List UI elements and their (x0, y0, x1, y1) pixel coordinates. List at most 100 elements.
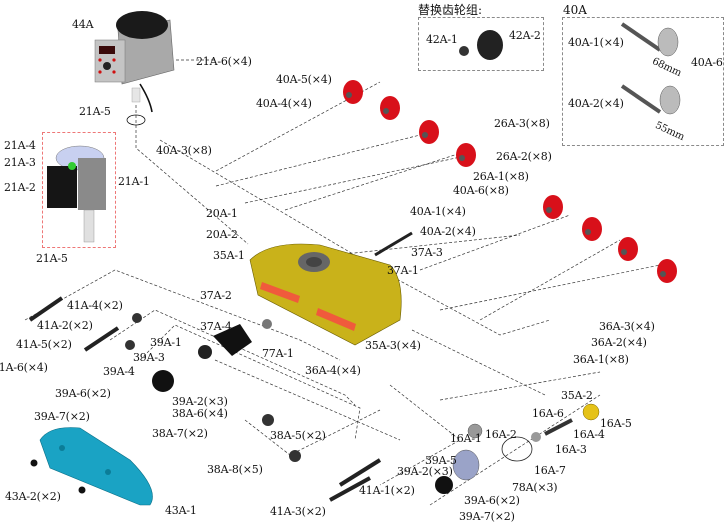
part-label-35a-3: 35A-3(×4) (365, 339, 421, 352)
roller-row-line-4 (284, 149, 471, 211)
part-label-41a-6: 41A-6(×4) (0, 361, 48, 374)
part-label-39a-6-right: 39A-6(×2) (464, 494, 520, 507)
part-label-44a: 44A (72, 18, 94, 31)
gear-housing-35a (249, 243, 402, 346)
motor-shaft-line (135, 105, 249, 245)
part-label-16a-7: 16A-7 (534, 464, 566, 477)
part-label-16a-3: 16A-3 (555, 443, 587, 456)
shafts-and-gears (28, 231, 600, 502)
part-label-38a-6: 38A-6(×4) (172, 407, 228, 420)
part-label-21a-1: 21A-1 (118, 175, 150, 188)
roller-hub-3 (422, 132, 428, 138)
gear-line-3 (139, 324, 361, 441)
part-label-36a-4: 36A-4(×4) (305, 364, 361, 377)
cover-43a (30, 427, 153, 506)
part-label-41a-5: 41A-5(×2) (16, 338, 72, 351)
part-label-39a-5: 39A-5 (425, 454, 457, 467)
inset-label-40a-1: 40A-1(×4) (568, 36, 624, 49)
part-label-38a-5: 38A-5(×2) (270, 429, 326, 442)
gear-set-parts (459, 30, 503, 60)
part-label-37a-4: 37A-4 (200, 320, 232, 333)
part-label-16a-2: 16A-2 (485, 428, 517, 441)
part-label-42a-1: 42A-1 (426, 33, 458, 46)
part-label-43a-2: 43A-2(×2) (5, 490, 61, 503)
part-label-20a-2: 20A-2 (206, 228, 238, 241)
part-label-26a-2: 26A-2(×8) (496, 150, 552, 163)
roller-row-line-5 (289, 234, 521, 261)
part-label-21a-3: 21A-3 (4, 156, 36, 169)
part-label-39a-4: 39A-4 (103, 365, 135, 378)
roller-row-line-6 (419, 214, 571, 271)
part-label-36a-2: 36A-2(×4) (591, 336, 647, 349)
part-label-41a-2: 41A-2(×2) (37, 319, 93, 332)
roller-hub-1 (346, 92, 352, 98)
gear-line-4 (214, 359, 401, 441)
part-label-39a-2-left: 39A-2(×3) (172, 395, 228, 408)
assembly-40a-inset (562, 17, 724, 146)
part-label-21a-6: 21A-6(×4) (196, 55, 252, 68)
part-label-21a-5-bottom: 21A-5 (36, 252, 68, 265)
part-label-37a-2: 37A-2 (200, 289, 232, 302)
part-label-16a-6: 16A-6 (532, 407, 564, 420)
part-label-35a-1: 35A-1 (213, 249, 245, 262)
part-label-41a-4: 41A-4(×2) (67, 299, 123, 312)
gear-line-9 (429, 394, 601, 506)
part-label-26a-3: 26A-3(×8) (494, 117, 550, 130)
roller-hub-6 (585, 229, 591, 235)
part-label-16a-4: 16A-4 (573, 428, 605, 441)
part-label-40a-2: 40A-2(×4) (420, 225, 476, 238)
assembly-40a-title: 40A (563, 3, 587, 17)
part-label-40a-1: 40A-1(×4) (410, 205, 466, 218)
roller-hub-8 (660, 271, 666, 277)
roller-hub-2 (383, 108, 389, 114)
motor-21a-box (42, 132, 116, 248)
part-label-40a-6: 40A-6(×8) (453, 184, 509, 197)
gear-set-inset (418, 17, 544, 71)
part-label-42a-2: 42A-2 (509, 29, 541, 42)
part-label-39a-2-right: 39A-2(×3) (397, 465, 453, 478)
part-label-78a: 78A(×3) (512, 481, 558, 494)
part-label-77a-1: 77A-1 (262, 347, 294, 360)
part-label-37a-1: 37A-1 (387, 264, 419, 277)
part-label-38a-8: 38A-8(×5) (207, 463, 263, 476)
rollers (343, 80, 677, 283)
part-label-40a-4: 40A-4(×4) (256, 97, 312, 110)
assembly-line-a (159, 139, 551, 336)
part-label-40a-3: 40A-3(×8) (156, 144, 212, 157)
roller-3 (419, 120, 439, 144)
motor-44a (94, 11, 175, 126)
gear-line-5 (379, 384, 461, 486)
gear-line-8 (439, 371, 601, 401)
motor-21a (47, 145, 106, 243)
roller-7 (618, 237, 638, 261)
inset-label-40a-6: 40A-6 (691, 56, 723, 69)
part-label-41a-3: 41A-3(×2) (270, 505, 326, 518)
part-label-21a-4: 21A-4 (4, 139, 36, 152)
part-label-16a-1: 16A-1 (450, 432, 482, 445)
roller-row-line-3 (244, 154, 471, 204)
part-label-36a-1: 36A-1(×8) (573, 353, 629, 366)
part-label-40a-5: 40A-5(×4) (276, 73, 332, 86)
roller-hub-7 (621, 249, 627, 255)
part-label-16a-5: 16A-5 (600, 417, 632, 430)
part-label-21a-2: 21A-2 (4, 181, 36, 194)
roller-5 (543, 195, 563, 219)
roller-row-line-8 (479, 239, 621, 321)
part-label-39a-3: 39A-3 (133, 351, 165, 364)
part-label-38a-7: 38A-7(×2) (152, 427, 208, 440)
part-label-43a-1: 43A-1 (165, 504, 197, 517)
part-label-37a-3: 37A-3 (411, 246, 443, 259)
gear-line-2 (109, 309, 356, 406)
roller-4 (456, 143, 476, 167)
part-label-26a-1: 26A-1(×8) (473, 170, 529, 183)
roller-8 (657, 259, 677, 283)
part-label-39a-7-left: 39A-7(×2) (34, 410, 90, 423)
gear-set-title: 替换齿轮组: (418, 3, 483, 17)
part-label-36a-3: 36A-3(×4) (599, 320, 655, 333)
roller-6 (582, 217, 602, 241)
part-label-21a-5-top: 21A-5 (79, 105, 111, 118)
part-label-20a-1: 20A-1 (206, 207, 238, 220)
roller-1 (343, 80, 363, 104)
